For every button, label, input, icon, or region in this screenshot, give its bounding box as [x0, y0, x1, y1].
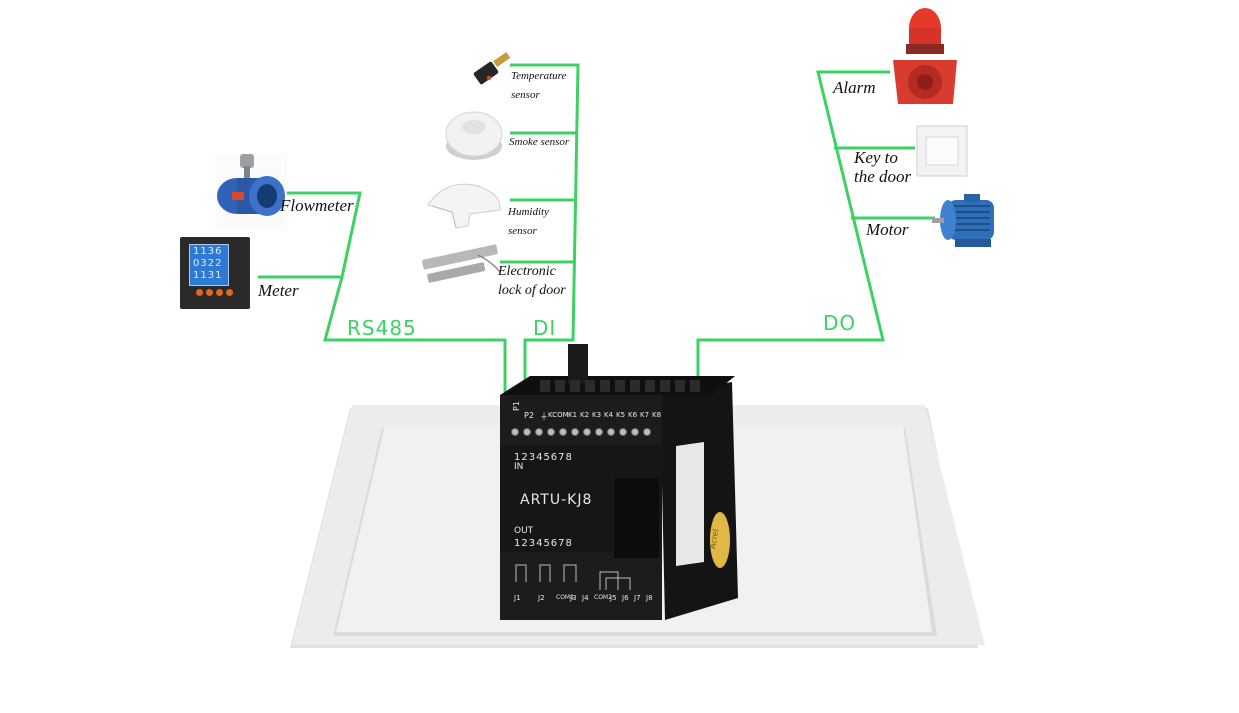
terminal-j2: J2	[538, 594, 545, 602]
meter-display-line1: 1136	[193, 246, 223, 257]
terminal-j5: J5	[610, 594, 617, 602]
terminal-j7: J7	[634, 594, 641, 602]
top-terminal-strip: P1 P2 ⏚ KCOM K1 K2 K3 K4 K5 K6 K7 K8	[506, 401, 666, 435]
device-model: ARTU-KJ8	[520, 492, 593, 508]
rs485-trunk	[323, 276, 507, 392]
door-key-label-1: Key to	[854, 148, 898, 167]
meter-display-line3: 1131	[193, 270, 223, 281]
door-lock-label-1: Electronic	[498, 264, 556, 279]
di-bus-label: DI	[533, 316, 557, 340]
alarm-siren-icon	[893, 8, 957, 104]
terminal-ground: ⏚	[540, 412, 548, 421]
out-channel-numbers: 12345678	[514, 538, 573, 549]
rs485-wire	[258, 191, 362, 279]
terminal-j4: J4	[582, 594, 589, 602]
terminal-k6: K6	[628, 411, 638, 419]
terminal-com2: COM2	[594, 594, 612, 601]
in-channel-numbers: 12345678	[514, 452, 573, 463]
bottom-terminal-strip: J1 J2 COM1 J3 J4 COM2 J5 J6 J7 J8	[508, 590, 658, 616]
terminal-k7: K7	[640, 411, 650, 419]
humidity-sensor-icon	[427, 183, 501, 229]
temperature-sensor-icon	[473, 52, 511, 85]
di-bus	[510, 63, 580, 390]
rs485-bus-label: RS485	[347, 316, 417, 340]
terminal-p1: P1	[512, 401, 521, 411]
temperature-sensor-label-2: sensor	[511, 89, 540, 101]
terminal-k2: K2	[580, 411, 590, 419]
terminal-j3: J3	[570, 594, 577, 602]
terminal-j1: J1	[514, 594, 521, 602]
humidity-sensor-label-1: Humidity	[508, 206, 549, 218]
terminal-com1: COM1	[556, 594, 574, 601]
door-exit-button-icon	[916, 125, 968, 177]
terminal-p2: P2	[524, 411, 534, 420]
out-label: OUT	[514, 526, 534, 536]
terminal-j8: J8	[646, 594, 653, 602]
alarm-label: Alarm	[833, 78, 876, 97]
door-lock-icon	[422, 244, 501, 283]
in-label: IN	[514, 462, 524, 472]
smoke-sensor-label: Smoke sensor	[509, 136, 570, 148]
terminal-k3: K3	[592, 411, 602, 419]
terminal-k4: K4	[604, 411, 614, 419]
smoke-sensor-icon	[445, 111, 503, 160]
meter-label: Meter	[258, 281, 299, 300]
door-lock-label-2: lock of door	[498, 283, 566, 298]
flowmeter-label: Flowmeter	[280, 196, 354, 215]
meter-display-line2: 0322	[193, 258, 223, 269]
motor-label: Motor	[866, 220, 909, 239]
motor-icon	[932, 194, 994, 247]
temperature-sensor-label-1: Temperature	[511, 70, 567, 82]
do-bus	[696, 70, 890, 388]
do-bus-label: DO	[823, 311, 857, 335]
humidity-sensor-label-2: sensor	[508, 225, 537, 237]
terminal-j6: J6	[622, 594, 629, 602]
terminal-k5: K5	[616, 411, 626, 419]
power-meter-icon: 1136 0322 1131	[180, 237, 250, 309]
terminal-kcom: KCOM	[548, 411, 569, 419]
terminal-k1: K1	[568, 411, 578, 419]
door-key-label-2: the door	[854, 167, 912, 186]
terminal-k8: K8	[652, 411, 662, 419]
